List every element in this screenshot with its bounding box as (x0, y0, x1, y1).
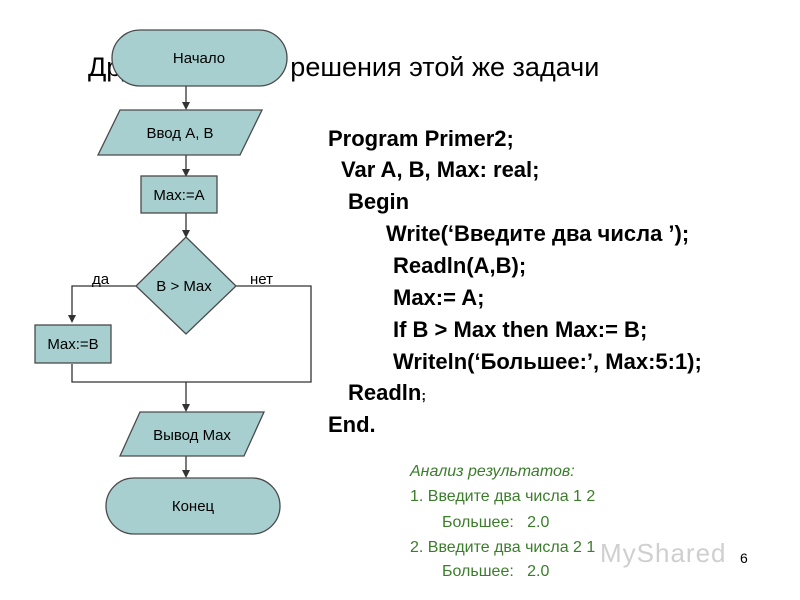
assign-a-process-label: Max:=A (153, 187, 204, 204)
analysis-heading: Анализ результатов: (410, 463, 575, 480)
page-number: 6 (740, 550, 748, 566)
connector-yes-merge (71, 364, 186, 383)
assign-b-process-label: Max:=B (47, 336, 98, 353)
code-line: Writeln(‘Большее:’, Max:5:1); (393, 349, 702, 374)
code-line: Readln (348, 380, 422, 405)
assign-b-process (34, 324, 112, 364)
code-line: End. (328, 412, 376, 437)
end-terminal (105, 477, 281, 535)
analysis-case-1-result-label: Большее: (442, 514, 514, 531)
condition-diamond-label: B > Max (156, 278, 212, 295)
start-terminal (111, 29, 288, 87)
connector-yes-branch (68, 285, 136, 323)
analysis-case-2-result: Большее: 2.0 (442, 563, 549, 581)
code-line-readln: Readln; (348, 380, 426, 406)
code-line: If B > Max then Max:= B; (393, 317, 648, 342)
connector-no-branch (186, 285, 312, 383)
code-line: Begin (348, 189, 410, 214)
output-parallelogram (118, 411, 266, 457)
code-line: Program Primer2; (328, 126, 514, 151)
end-terminal-label: Конец (172, 498, 215, 515)
flow-connectors (68, 86, 312, 478)
watermark-logo: MyShared (600, 538, 727, 568)
code-line: Readln(A,B); (393, 253, 527, 278)
output-parallelogram-label: Вывод Max (153, 427, 231, 444)
no-branch-label: нет (250, 271, 273, 288)
code-line: Max:= A; (393, 285, 485, 310)
analysis-case-1-prompt: 1. Введите два числа 1 2 (410, 488, 596, 505)
condition-diamond (135, 236, 237, 335)
code-line: Var A, B, Max: real; (341, 157, 540, 182)
start-terminal-label: Начало (173, 50, 225, 67)
analysis-case-1-result-value: 2.0 (527, 514, 550, 531)
assign-a-process (140, 175, 218, 214)
analysis-case-2-result-label: Большее: (442, 563, 514, 580)
analysis-case-2-result-value: 2.0 (527, 563, 550, 580)
input-parallelogram-label: Ввод A, B (146, 125, 213, 142)
analysis-case-2-prompt: 2. Введите два числа 2 1 (410, 539, 596, 556)
yes-branch-label: да (92, 271, 110, 288)
code-line-semicolon: ; (421, 387, 427, 403)
code-line: Write(‘Введите два числа ’); (386, 221, 690, 246)
input-parallelogram (96, 109, 264, 156)
analysis-case-1-result: Большее: 2.0 (442, 514, 549, 532)
